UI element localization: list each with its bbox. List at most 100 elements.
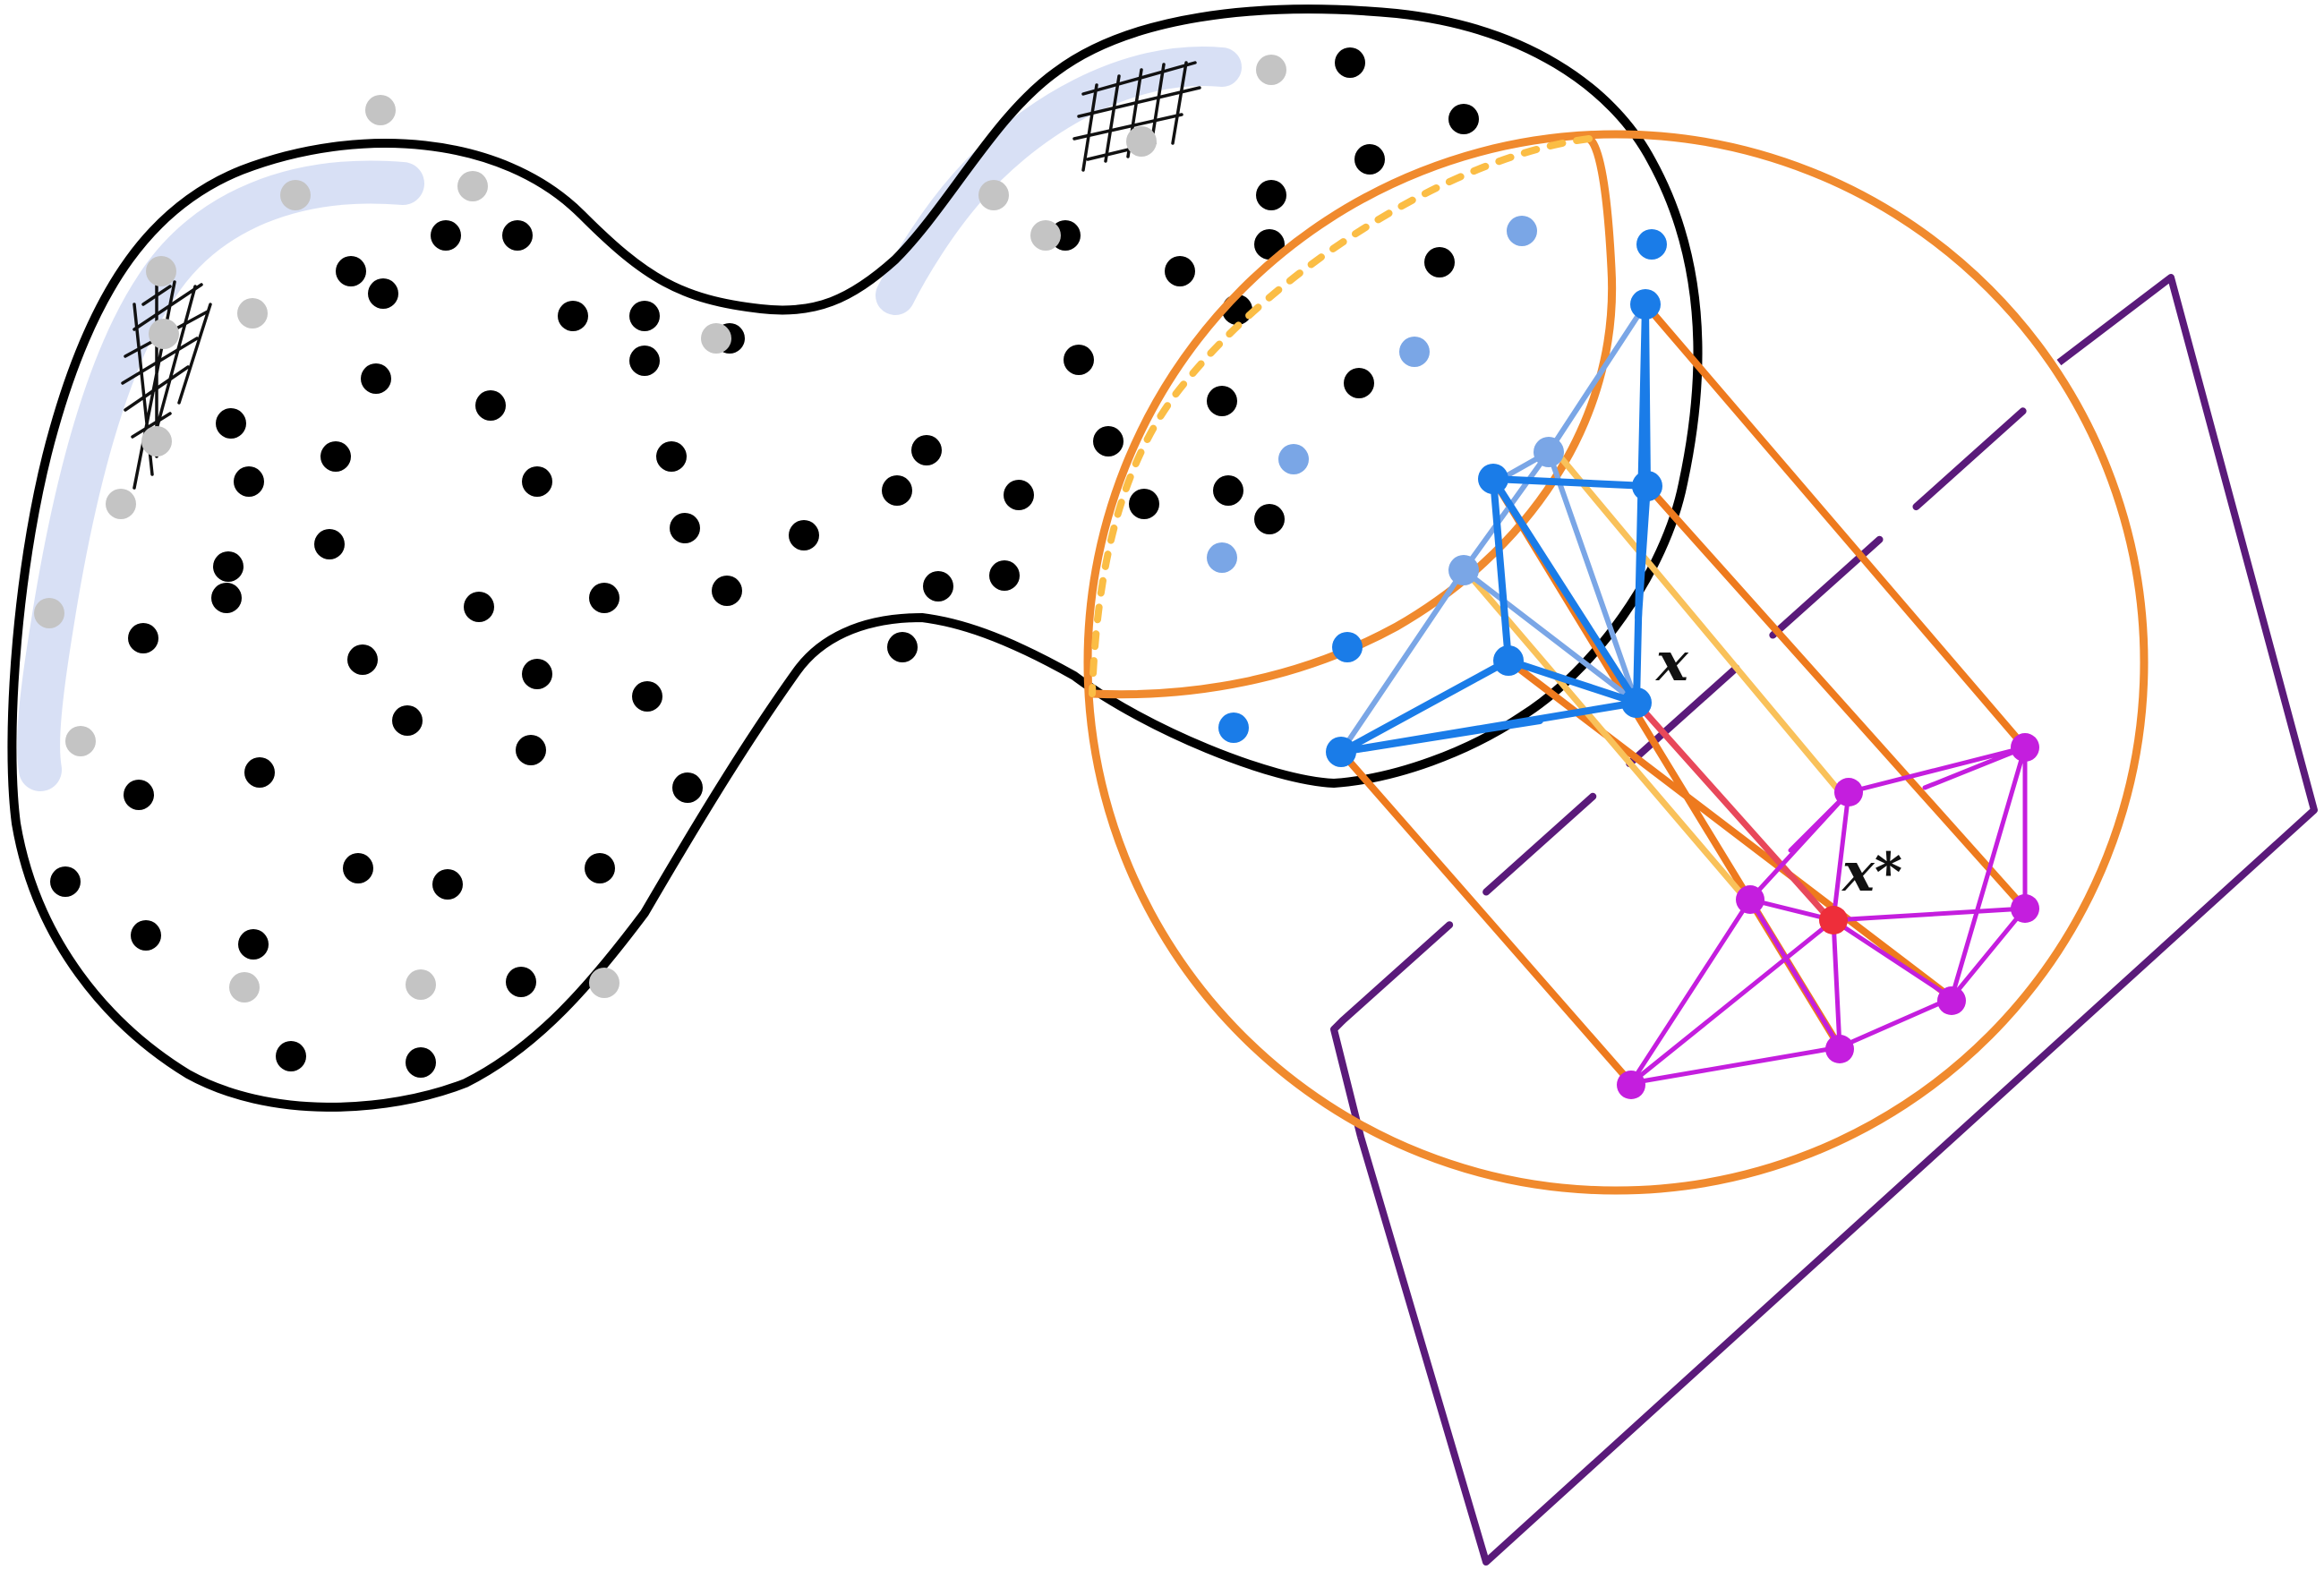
manifold-point [216, 408, 246, 439]
manifold-point [1064, 345, 1094, 375]
manifold-far-point [589, 968, 619, 998]
manifold-point [712, 576, 742, 606]
manifold-point [989, 560, 1020, 591]
manifold-point [124, 780, 154, 810]
manifold-point [1004, 480, 1034, 510]
manifold-far-point [978, 180, 1009, 210]
manifold-point [336, 256, 366, 286]
manifold-far-point [365, 95, 396, 125]
crosshatch-icon [1072, 61, 1201, 172]
manifold-point [502, 220, 533, 251]
manifold-point [314, 529, 345, 559]
manifold-point [506, 967, 536, 997]
manifold-point [50, 866, 81, 897]
manifold-point [1254, 229, 1285, 260]
manifold-point [632, 681, 662, 712]
manifold-far-point [146, 256, 176, 286]
manifold-point [1207, 386, 1237, 416]
projection-lines-back [1460, 439, 1846, 908]
manifold-far-point [141, 426, 172, 456]
manifold-point [1424, 247, 1455, 277]
manifold-far-point [65, 726, 96, 756]
manifold-far-point [229, 972, 260, 1003]
neighbor-nodes-front [1218, 229, 1667, 767]
manifold-point [276, 1041, 306, 1071]
neighborhood-ball [1083, 130, 2149, 1195]
manifold-far-points [34, 55, 1286, 1003]
neighbor-node [1630, 289, 1661, 320]
manifold-point [431, 220, 461, 251]
neighbor-node-back [1278, 444, 1309, 474]
manifold-points [50, 47, 1479, 1078]
neighbor-node-back [1207, 542, 1237, 573]
manifold-point [1344, 368, 1374, 398]
manifold-point [1093, 426, 1124, 456]
neighbor-node [1493, 645, 1524, 676]
neighbor-node [1332, 632, 1363, 662]
manifold-point [516, 735, 546, 765]
manifold-far-point [457, 171, 488, 201]
edge-shadows [17, 47, 1242, 791]
manifold-far-point [34, 598, 64, 628]
neighbor-node [1632, 471, 1662, 501]
manifold-point [911, 435, 942, 465]
projected-node [1834, 778, 1863, 806]
shadow-left [17, 160, 424, 791]
manifold-point [1254, 504, 1285, 534]
neighbor-node [1636, 229, 1667, 260]
manifold-far-point [1126, 126, 1157, 157]
projection-line-x [1634, 700, 1833, 923]
manifold-point [213, 551, 244, 582]
manifold-point [1165, 256, 1195, 286]
manifold-far-point [237, 298, 268, 329]
manifold-point [629, 301, 660, 331]
manifold-point [347, 644, 378, 675]
neighbor-node-back [1507, 216, 1537, 246]
manifold-outline [7, 4, 1703, 1112]
manifold-point [1256, 180, 1286, 210]
ball-equator-back [1089, 135, 1593, 697]
neighbor-node [1621, 687, 1652, 718]
projected-node [1937, 986, 1966, 1015]
neighbor-graph-front [1337, 301, 1651, 755]
manifold-far-point [106, 489, 136, 519]
manifold-point [629, 346, 660, 376]
manifold-point [672, 772, 703, 803]
manifold-point [522, 466, 552, 497]
neighbor-node [1478, 464, 1508, 494]
projected-node [1617, 1071, 1645, 1099]
neighbor-node-back [1399, 337, 1430, 367]
neighbor-node-back [1534, 437, 1564, 467]
manifold-point [432, 869, 463, 900]
projected-node [2011, 733, 2039, 762]
manifold-point [923, 571, 953, 602]
manifold-point [343, 853, 373, 883]
manifold-point [244, 757, 275, 788]
manifold-point [1129, 489, 1159, 519]
manifold-point [656, 441, 687, 472]
manifold-point [789, 520, 819, 550]
manifold-far-point [1256, 55, 1286, 85]
manifold-point [1448, 104, 1479, 134]
label-x: x [1654, 631, 1689, 694]
tangent-plane [1330, 274, 2318, 1566]
neighbor-graph-back [1338, 302, 1648, 755]
manifold-point [1354, 144, 1385, 175]
manifold-point [1335, 47, 1365, 78]
manifold-point [131, 920, 161, 951]
manifold-far-point [406, 969, 436, 1000]
crosshatch-icon [121, 280, 212, 490]
manifold-point [392, 705, 423, 736]
manifold-far-point [280, 180, 311, 210]
neighbor-node-back [1448, 555, 1479, 585]
projected-node [1736, 885, 1764, 914]
projected-node [2011, 894, 2039, 923]
manifold-point [882, 475, 912, 506]
manifold-point [234, 466, 264, 497]
tangent-plane-back-edge [1339, 399, 2036, 1024]
manifold-point [238, 929, 269, 960]
manifold-point [589, 583, 619, 613]
manifold-far-point [701, 323, 731, 354]
neighbor-node [1326, 737, 1356, 767]
